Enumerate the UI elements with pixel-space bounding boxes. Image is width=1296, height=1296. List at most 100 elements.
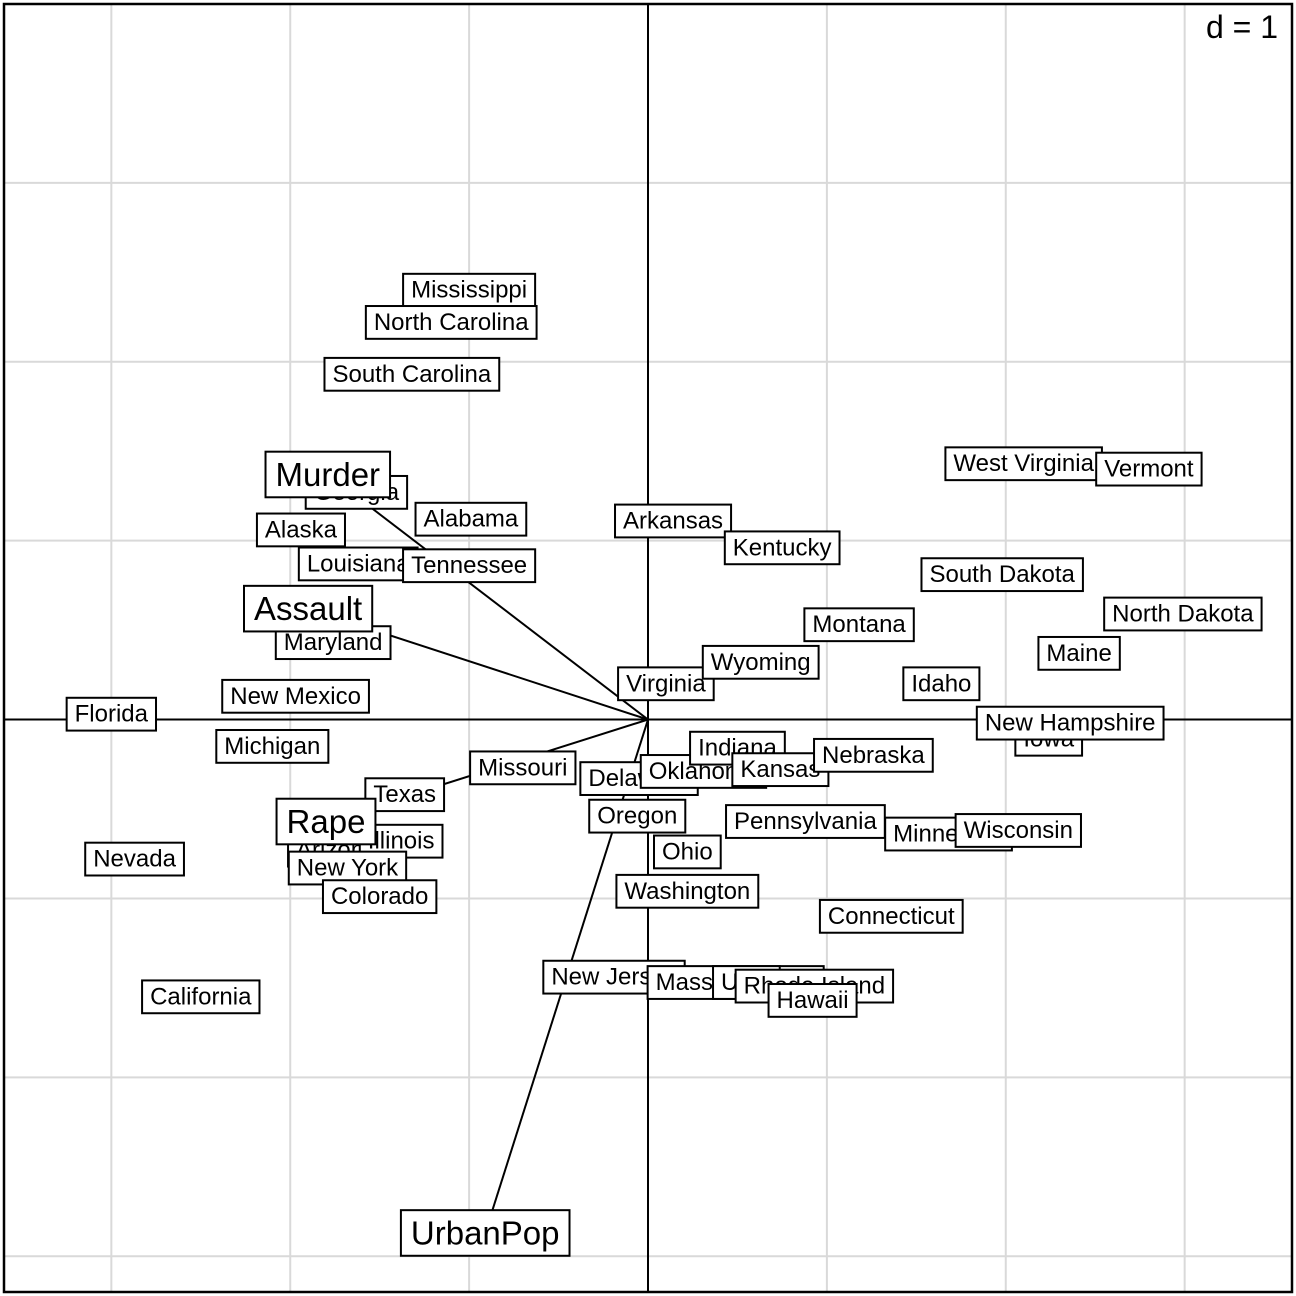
state-label-text: Pennsylvania [734, 808, 877, 835]
variable-label-box [243, 584, 374, 633]
state-label-missouri: Missouri [469, 750, 577, 786]
state-label-box [1037, 635, 1121, 671]
state-label-text: Vermont [1104, 456, 1194, 483]
state-label-box [803, 607, 915, 643]
state-label-ohio: Ohio [653, 834, 722, 870]
state-label-text: New York [297, 855, 399, 882]
state-label-text: Wyoming [711, 649, 811, 676]
state-label-idaho: Idaho [902, 666, 981, 702]
state-label-text: Alabama [424, 506, 519, 533]
state-label-vermont: Vermont [1095, 451, 1203, 487]
state-label-texas: Texas [364, 777, 446, 813]
state-label-text: Michigan [224, 733, 320, 760]
state-label-box [323, 356, 501, 392]
state-label-wisconsin: Wisconsin [954, 813, 1082, 848]
state-label-west-virginia: West Virginia [944, 446, 1103, 482]
state-label-text: Idaho [911, 670, 971, 697]
state-label-box [902, 666, 981, 702]
state-label-box [614, 503, 733, 539]
variable-label-text: Rape [287, 803, 366, 840]
state-label-text: Illinois [368, 828, 435, 855]
state-label-text: Montana [812, 611, 906, 638]
state-label-box [364, 777, 446, 813]
state-label-box [588, 798, 687, 834]
state-label-florida: Florida [65, 696, 158, 732]
state-label-kentucky: Kentucky [723, 530, 841, 566]
state-label-box [1095, 451, 1203, 487]
variable-label-rape: Rape [275, 797, 377, 846]
state-label-box [321, 879, 438, 915]
state-label-box [818, 898, 964, 934]
state-label-box [255, 512, 346, 548]
state-label-box [364, 305, 538, 340]
state-label-new-mexico: New Mexico [221, 678, 370, 714]
state-label-montana: Montana [803, 607, 915, 643]
state-label-text: Louisiana [307, 550, 410, 577]
state-label-text: Maine [1046, 640, 1111, 667]
state-label-arkansas: Arkansas [614, 503, 733, 539]
state-label-oregon: Oregon [588, 798, 687, 834]
state-label-north-dakota: North Dakota [1103, 596, 1263, 632]
state-label-box [221, 678, 370, 714]
state-label-text: Kentucky [733, 534, 832, 561]
state-label-box [141, 979, 261, 1015]
state-label-box [297, 546, 419, 582]
state-label-box [723, 530, 841, 566]
state-label-text: North Carolina [374, 309, 529, 336]
state-label-text: Ohio [662, 838, 713, 865]
state-label-text: Kansas [740, 756, 820, 783]
state-label-louisiana: Louisiana [297, 546, 419, 582]
grid-scale-label: d = 1 [1206, 9, 1278, 45]
state-label-connecticut: Connecticut [818, 898, 964, 934]
state-label-text: Alaska [265, 516, 338, 543]
variable-label-text: UrbanPop [411, 1214, 560, 1251]
state-label-alaska: Alaska [255, 512, 346, 548]
state-label-box [944, 446, 1103, 482]
state-label-text: Florida [75, 701, 149, 728]
state-label-alabama: Alabama [414, 501, 528, 537]
state-label-maine: Maine [1037, 635, 1121, 671]
state-label-california: California [141, 979, 261, 1015]
variable-label-murder: Murder [264, 450, 392, 499]
state-label-south-carolina: South Carolina [323, 356, 501, 392]
state-label-box [653, 834, 722, 870]
state-label-mississippi: Mississippi [402, 272, 537, 308]
state-label-south-dakota: South Dakota [920, 557, 1084, 593]
state-label-text: New Mexico [230, 683, 361, 710]
state-label-box [767, 983, 858, 1018]
state-label-text: Mississippi [411, 277, 527, 304]
state-label-box [617, 666, 715, 702]
state-label-box [615, 873, 760, 909]
state-label-washington: Washington [615, 873, 760, 909]
variable-label-assault: Assault [243, 584, 374, 633]
state-label-text: Oregon [597, 803, 677, 830]
state-label-text: Virginia [626, 670, 706, 697]
variable-label-box [264, 450, 392, 499]
state-label-box [701, 644, 820, 680]
state-label-pennsylvania: Pennsylvania [725, 804, 886, 839]
state-label-text: Wisconsin [964, 817, 1073, 844]
state-label-tennessee: Tennessee [402, 548, 537, 584]
state-label-text: New Hampshire [985, 710, 1156, 737]
state-label-wyoming: Wyoming [701, 644, 820, 680]
state-label-text: Texas [373, 781, 436, 808]
state-label-virginia: Virginia [617, 666, 715, 702]
state-label-box [469, 750, 577, 786]
state-label-box [65, 696, 158, 732]
state-label-box [813, 737, 934, 773]
state-label-box [215, 728, 330, 764]
state-label-nevada: Nevada [84, 841, 185, 877]
variable-label-box [275, 797, 377, 846]
variable-label-text: Assault [254, 590, 362, 627]
arrow-murder [328, 474, 649, 721]
state-label-text: Arkansas [623, 507, 723, 534]
variable-label-text: Murder [276, 456, 381, 493]
state-label-text: Colorado [331, 883, 428, 910]
state-label-new-hampshire: New Hampshire [975, 705, 1165, 741]
state-label-box [84, 841, 185, 877]
state-label-box [954, 813, 1082, 848]
state-label-text: California [150, 983, 252, 1010]
